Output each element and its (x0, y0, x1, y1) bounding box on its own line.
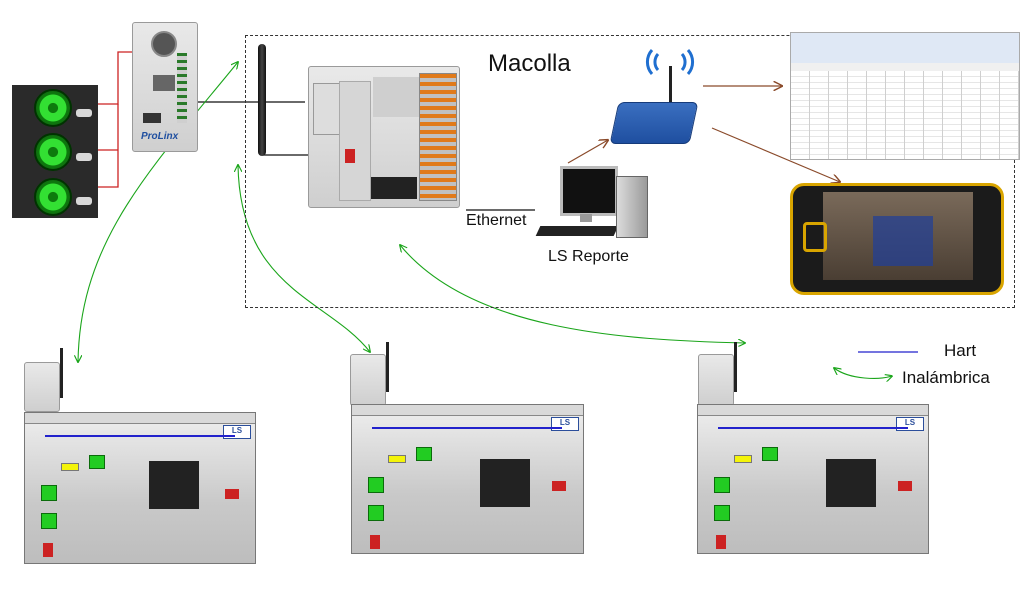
ethernet-label: Ethernet (466, 212, 527, 229)
pump-icon (12, 129, 98, 174)
remote-antenna-1 (60, 348, 63, 398)
legend-wireless-line (834, 368, 892, 378)
macolla-boundary (245, 35, 1015, 308)
remote-rtu-1 (24, 362, 60, 412)
scada-panel-1: LS (24, 412, 256, 564)
computer-icon (535, 162, 650, 244)
wireless-links (78, 62, 745, 362)
pump-icon (12, 85, 98, 130)
smartphone-icon (790, 183, 1004, 295)
remote-rtu-3 (698, 354, 734, 406)
scada-panel-2: LS (351, 404, 584, 554)
computer-to-router-arrow (567, 140, 608, 164)
prolinx-brand: ProLinx (141, 131, 179, 142)
prolinx-gateway: ProLinx (132, 22, 198, 152)
remote-antenna-3 (734, 342, 737, 392)
remote-rtu-2 (350, 354, 386, 406)
macolla-label: Macolla (488, 50, 571, 77)
spreadsheet-icon (790, 32, 1020, 160)
pump-stack (12, 85, 98, 218)
antenna-icon (258, 44, 266, 156)
router-antenna (669, 66, 672, 106)
wifi-signal-icon (642, 48, 698, 78)
plc-icon (308, 66, 460, 208)
remote-antenna-2 (386, 342, 389, 392)
pump-icon (12, 173, 98, 218)
ls-reporte-label: LS Reporte (548, 248, 629, 265)
legend-hart-label: Hart (944, 341, 977, 360)
router-icon (609, 102, 699, 144)
legend-wireless-label: Inalámbrica (902, 368, 990, 387)
router-to-phone-arrow (711, 127, 840, 182)
scada-panel-3: LS (697, 404, 929, 554)
